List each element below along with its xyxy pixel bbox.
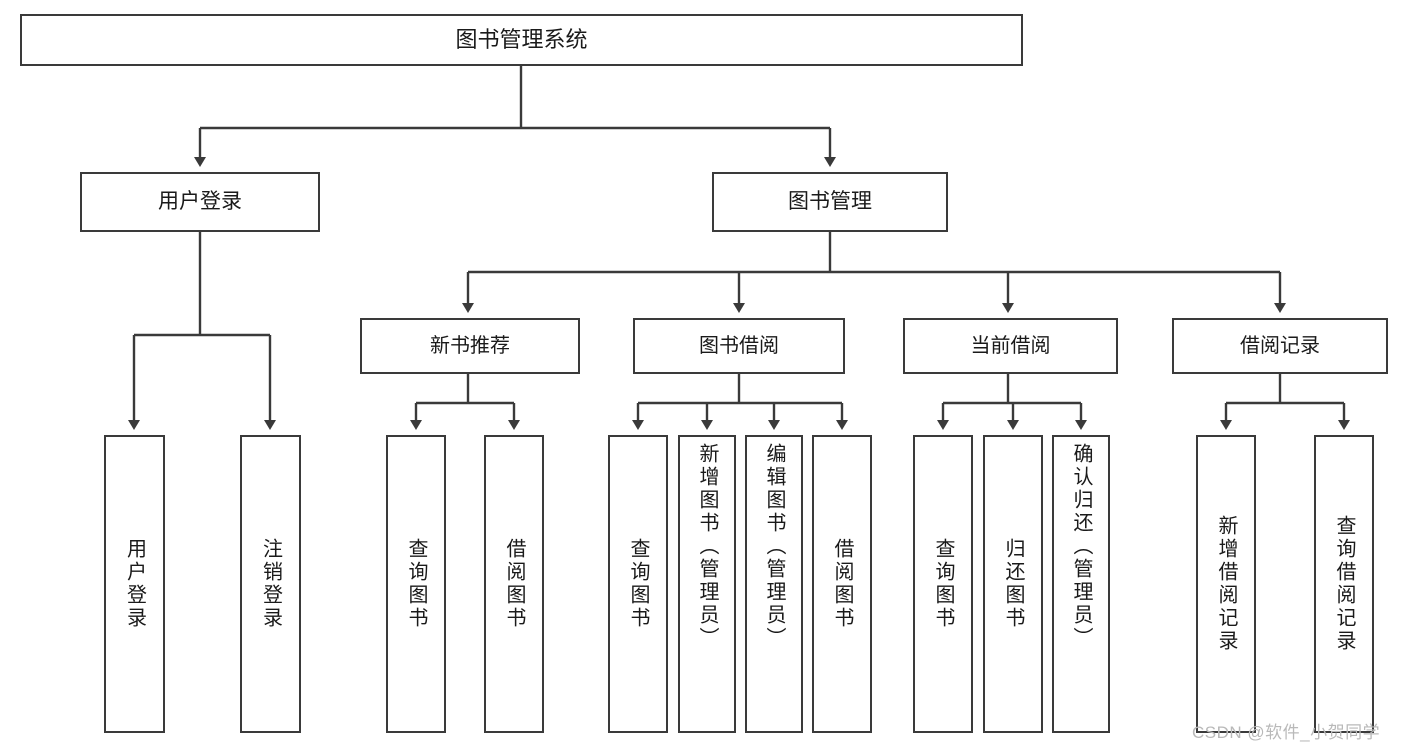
node-leaf-borrow-book-recommend[interactable]: 借阅图书 <box>484 435 544 733</box>
node-leaf-query-book-recommend[interactable]: 查询图书 <box>386 435 446 733</box>
node-leaf-return-book-label: 归还图书 <box>1002 538 1024 630</box>
node-current-borrow-label: 当前借阅 <box>970 334 1051 357</box>
node-leaf-query-borrow-record-label: 查询借阅记录 <box>1333 515 1355 653</box>
node-leaf-confirm-return-admin-label: 确认归还（管理员） <box>1070 443 1092 650</box>
node-leaf-user-login[interactable]: 用户登录 <box>104 435 165 733</box>
node-root-system[interactable]: 图书管理系统 <box>20 14 1023 66</box>
node-book-management-label: 图书管理 <box>788 189 872 213</box>
node-leaf-query-book-recommend-label: 查询图书 <box>405 538 427 630</box>
node-leaf-query-book-borrow-label: 查询图书 <box>627 538 649 630</box>
node-book-management[interactable]: 图书管理 <box>712 172 948 232</box>
node-leaf-add-book-admin-label: 新增图书（管理员） <box>696 443 718 650</box>
node-current-borrow[interactable]: 当前借阅 <box>903 318 1118 374</box>
csdn-watermark: CSDN @软件_小贺同学 <box>1192 723 1381 742</box>
node-leaf-confirm-return-admin[interactable]: 确认归还（管理员） <box>1052 435 1110 733</box>
node-leaf-logout[interactable]: 注销登录 <box>240 435 301 733</box>
node-leaf-add-book-admin[interactable]: 新增图书（管理员） <box>678 435 736 733</box>
node-root-system-label: 图书管理系统 <box>455 27 588 53</box>
node-leaf-query-book-current[interactable]: 查询图书 <box>913 435 973 733</box>
node-leaf-borrow-book-borrow-label: 借阅图书 <box>831 538 853 630</box>
node-leaf-query-borrow-record[interactable]: 查询借阅记录 <box>1314 435 1374 733</box>
node-new-book-recommend-label: 新书推荐 <box>430 334 510 357</box>
node-leaf-edit-book-admin-label: 编辑图书（管理员） <box>763 443 785 650</box>
node-leaf-add-borrow-record-label: 新增借阅记录 <box>1215 515 1237 653</box>
node-book-borrow[interactable]: 图书借阅 <box>633 318 845 374</box>
node-leaf-borrow-book-recommend-label: 借阅图书 <box>503 538 525 630</box>
node-leaf-logout-label: 注销登录 <box>259 538 282 630</box>
node-book-borrow-label: 图书借阅 <box>699 334 779 357</box>
node-leaf-user-login-label: 用户登录 <box>123 538 146 630</box>
node-leaf-query-book-current-label: 查询图书 <box>932 538 954 630</box>
node-borrow-record-label: 借阅记录 <box>1240 334 1320 357</box>
node-leaf-query-book-borrow[interactable]: 查询图书 <box>608 435 668 733</box>
node-leaf-borrow-book-borrow[interactable]: 借阅图书 <box>812 435 872 733</box>
node-leaf-edit-book-admin[interactable]: 编辑图书（管理员） <box>745 435 803 733</box>
node-new-book-recommend[interactable]: 新书推荐 <box>360 318 580 374</box>
node-leaf-add-borrow-record[interactable]: 新增借阅记录 <box>1196 435 1256 733</box>
node-leaf-return-book[interactable]: 归还图书 <box>983 435 1043 733</box>
node-user-login[interactable]: 用户登录 <box>80 172 320 232</box>
node-borrow-record[interactable]: 借阅记录 <box>1172 318 1388 374</box>
node-user-login-label: 用户登录 <box>158 189 242 213</box>
